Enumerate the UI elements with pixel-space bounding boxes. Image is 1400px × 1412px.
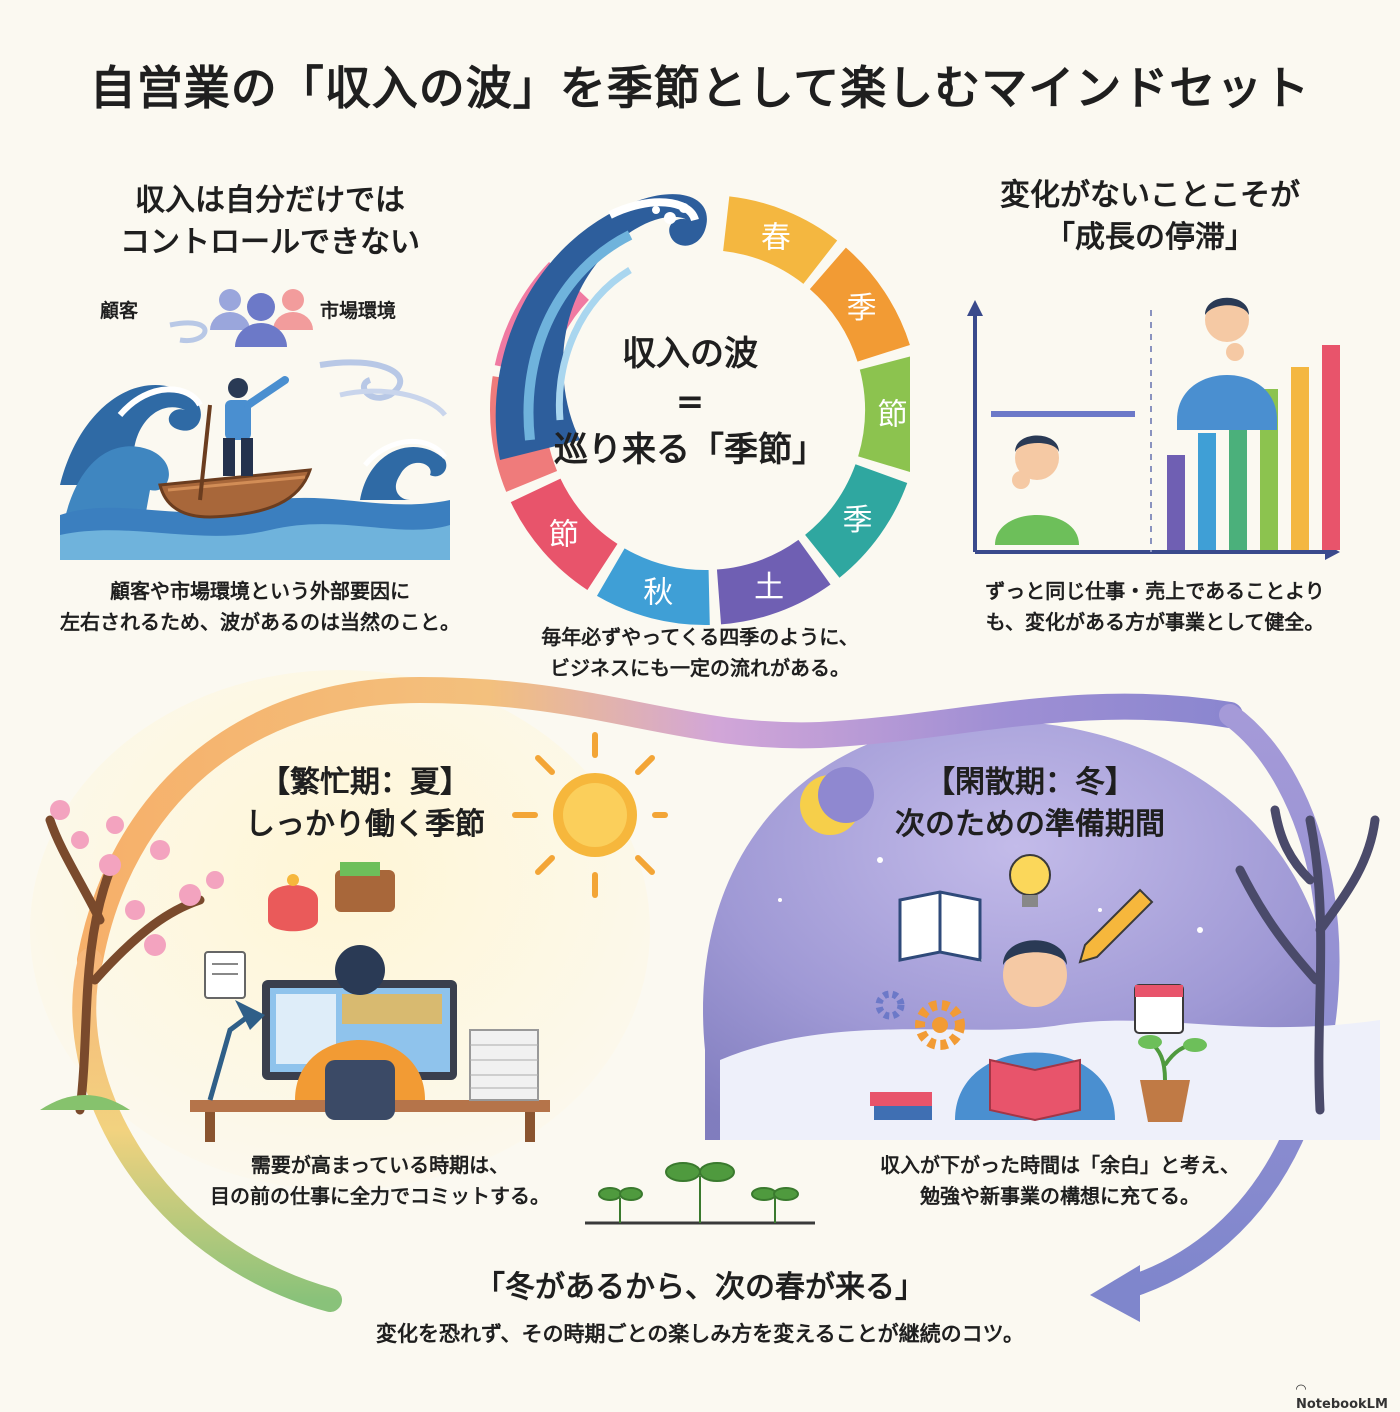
growth-bar [1198,433,1216,550]
left-body-line1: 顧客や市場環境という外部要因に [110,579,410,603]
winter-heading: 【閑散期：冬】 次のための準備期間 [860,762,1200,846]
ring-segment [716,539,831,625]
ring-segment [809,247,910,362]
people-icon [210,289,313,347]
right-body: ずっと同じ仕事・売上であることより も、変化がある方が事業として健全。 [925,576,1385,638]
growth-chart-illustration [967,297,1340,560]
ring-segment [596,548,710,625]
page-title: 自営業の「収入の波」を季節として楽しむマインドセット [89,61,1311,115]
ring-label: 土 [754,570,784,605]
right-heading: 変化がないことこそが 「成長の停滞」 [930,175,1370,259]
customer-label: 顧客 [100,300,139,322]
left-heading-line1: 収入は自分だけでは [135,183,405,218]
left-heading: 収入は自分だけでは コントロールできない [60,180,480,264]
potted-plant-icon [1138,1035,1207,1122]
ring-label: 季 [847,291,877,326]
brand-name: NotebookLM [1296,1397,1388,1412]
summer-work-illustration [40,732,668,1142]
ring-label: 季 [843,503,873,538]
growth-bar [1322,345,1340,550]
summer-heading-line2: しっかり働く季節 [245,807,485,842]
growth-bar [1291,367,1309,550]
calendar-icon [1134,984,1184,1034]
summer-body-line1: 需要が高まっている時期は、 [250,1153,510,1177]
center-line3: 巡り来る「季節」 [554,430,826,470]
left-heading-line2: コントロールできない [120,225,420,260]
lightbulb-icon [1009,854,1051,907]
center-body: 毎年必ずやってくる四季のように、 ビジネスにも一定の流れがある。 [470,622,930,684]
moon-icon [800,767,874,835]
left-body: 顧客や市場環境という外部要因に 左右されるため、波があるのは当然のこと。 [30,576,490,638]
winter-body-line1: 収入が下がった時間は「余白」と考え、 [880,1153,1240,1177]
storm-boat-illustration [60,289,450,560]
ring-segment [858,356,910,473]
cherry-tree-icon [40,800,224,1115]
season-ring: 春季節季土秋節季春 [490,194,910,625]
ring-label: 秋 [643,576,673,611]
right-heading-line2: 「成長の停滞」 [1045,220,1255,255]
growth-bar [1229,411,1247,550]
document-icon [204,951,246,999]
winter-heading-line2: 次のための準備期間 [895,807,1165,842]
summer-body-line2: 目の前の仕事に全力でコミットする。 [210,1184,550,1208]
gear-icon [875,990,965,1050]
right-heading-line1: 変化がないことこそが [1000,178,1300,213]
ring-segment [723,196,838,284]
ring-segment [510,478,618,590]
summer-body: 需要が高まっている時期は、 目の前の仕事に全力でコミットする。 [150,1150,610,1212]
market-label: 市場環境 [320,300,397,322]
ring-label: 節 [877,398,907,433]
book-stack-icon [870,1092,932,1120]
growth-bar [1167,455,1185,550]
coin-purse-icon [268,874,318,932]
winter-body: 収入が下がった時間は「余白」と考え、 勉強や新事業の構想に充てる。 [830,1150,1290,1212]
paper-stack-icon [469,1029,539,1101]
brand-logo: ◠ NotebookLM [1296,1382,1400,1412]
worried-person-icon [995,435,1079,545]
center-line1: 収入の波 [622,334,758,374]
reading-person-icon [955,940,1115,1122]
center-body-line2: ビジネスにも一定の流れがある。 [550,656,850,680]
sun-icon [512,732,668,898]
center-line2: = [675,382,705,422]
great-wave-icon [495,194,707,460]
footer-body: 変化を恐れず、その時期ごとの楽しみ方を変えることが継続のコツ。 [375,1322,1025,1346]
winter-body-line2: 勉強や新事業の構想に充てる。 [920,1184,1200,1208]
ring-segment [805,464,908,578]
ring-label: 春 [761,220,791,255]
ring-label: 節 [549,517,579,552]
right-body-line2: も、変化がある方が事業として健全。 [985,610,1325,634]
footer-quote: 「冬があるから、次の春が来る」 [475,1270,925,1305]
thinking-person-icon [1177,297,1277,430]
center-body-line1: 毎年必ずやってくる四季のように、 [541,625,859,649]
worker-person-icon [295,945,425,1120]
wallet-icon [335,862,395,912]
center-formula: 収入の波 = 巡り来る「季節」 [520,330,860,474]
sprout-icon [585,1162,815,1225]
notebook-icon: ◠ [1296,1382,1306,1397]
right-body-line1: ずっと同じ仕事・売上であることより [985,579,1325,603]
bare-tree-icon [1235,805,1380,1115]
pencil-icon [1078,888,1154,964]
winter-heading-line1: 【閑散期：冬】 [925,765,1135,800]
winter-study-illustration [720,767,1380,1140]
summer-heading: 【繁忙期：夏】 しっかり働く季節 [200,762,530,846]
desk-lamp-icon [207,1000,265,1101]
summer-heading-line1: 【繁忙期：夏】 [260,765,470,800]
open-book-icon [898,890,982,962]
left-body-line2: 左右されるため、波があるのは当然のこと。 [60,610,460,634]
